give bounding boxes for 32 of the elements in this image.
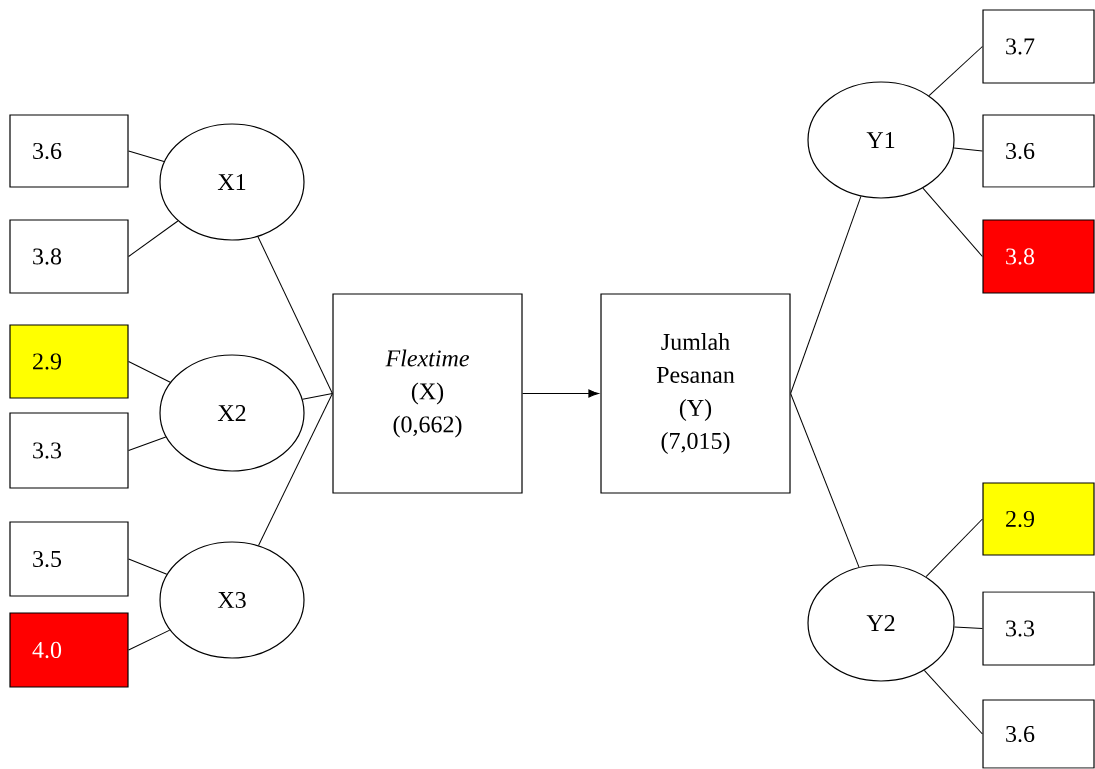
indicator-box: 3.6: [982, 114, 1095, 188]
indicator-box: 3.7: [982, 9, 1095, 84]
connector-line: [258, 393, 333, 546]
indicator-box: 3.8: [9, 219, 129, 294]
indicator-box: 3.6: [9, 114, 129, 188]
connector-line: [128, 436, 167, 451]
connector-line: [790, 195, 862, 394]
indicator-box: 4.0: [9, 612, 129, 688]
connector-line: [128, 629, 171, 651]
indicator-box: 3.6: [982, 699, 1095, 769]
indicator-box: 3.3: [982, 591, 1095, 666]
connector-line: [128, 150, 165, 163]
indicator-box: 3.8: [982, 219, 1095, 294]
connector-line: [128, 361, 171, 383]
connector-line: [925, 518, 983, 578]
connector-line: [953, 626, 983, 629]
connector-line: [128, 558, 168, 575]
connector-line: [922, 187, 983, 257]
arrow: [522, 389, 599, 398]
construct-box: Flextime (X) (0,662): [332, 293, 523, 494]
connector-line: [302, 393, 333, 400]
indicator-box: 3.5: [9, 521, 129, 597]
connector-line: [923, 669, 983, 735]
indicator-box: 2.9: [982, 482, 1095, 556]
construct-box: Jumlah Pesanan (Y) (7,015): [600, 293, 791, 494]
connector-line: [257, 236, 333, 394]
connector-line: [128, 220, 179, 257]
indicator-box: 2.9: [9, 324, 129, 399]
connector-line: [790, 393, 860, 568]
connector-line: [928, 46, 983, 97]
connector-line: [953, 147, 983, 152]
indicator-box: 3.3: [9, 412, 129, 489]
